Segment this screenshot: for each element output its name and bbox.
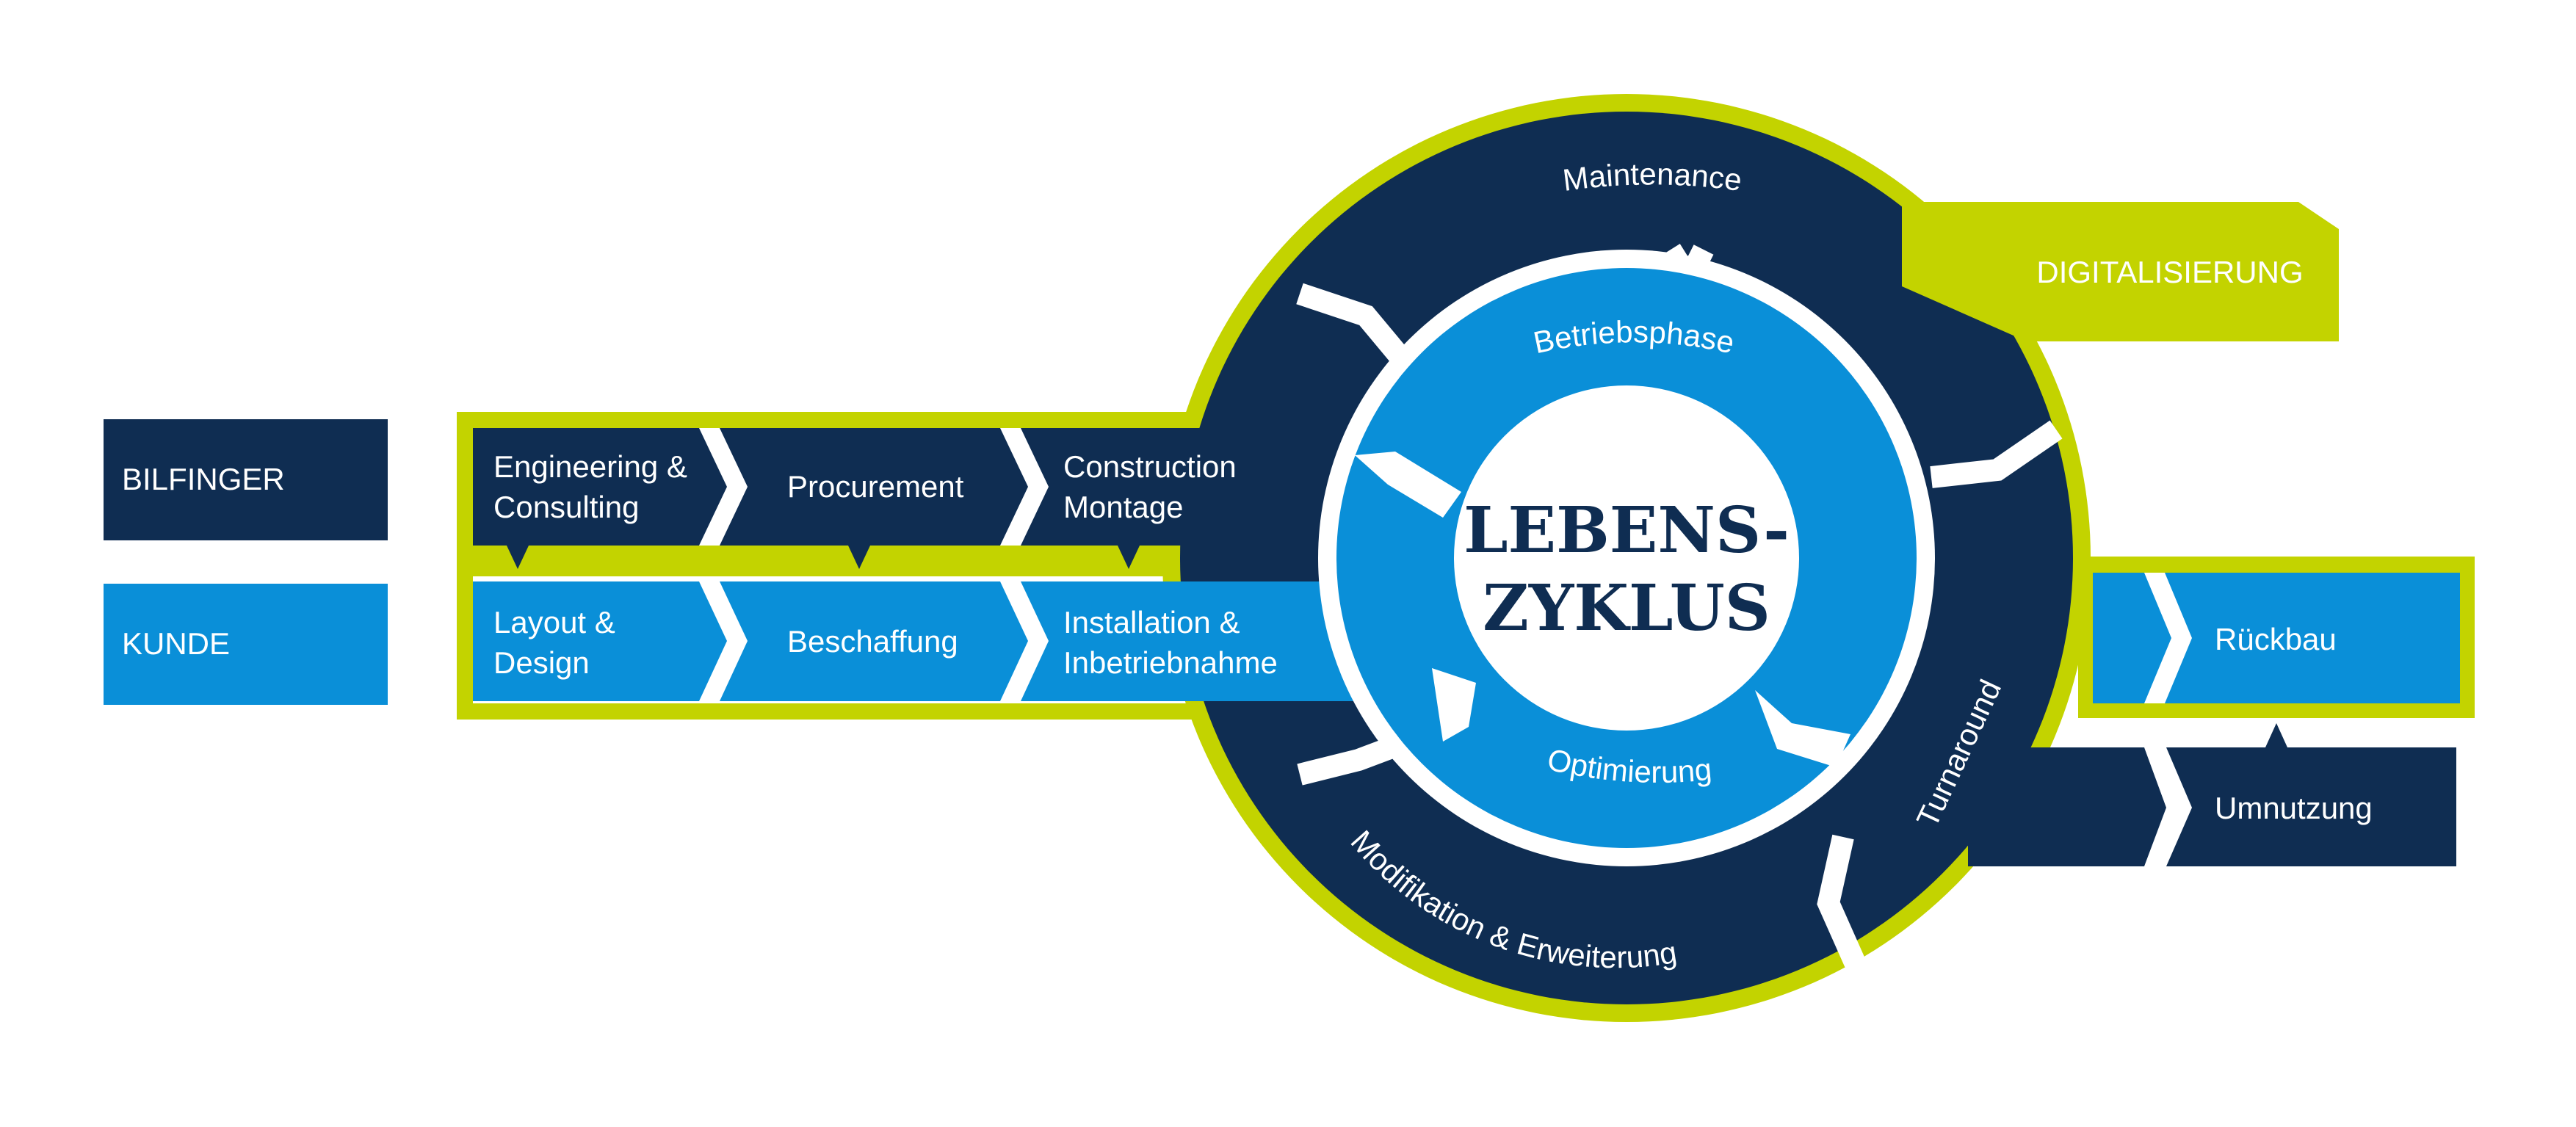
digitalisierung-tab: DIGITALISIERUNG xyxy=(1902,202,2339,341)
process-step-layout-line1: Layout & xyxy=(493,605,615,639)
process-step-installation-line1: Installation & xyxy=(1063,605,1240,639)
cycle-label-maintenance: Maintenance xyxy=(1560,156,1743,198)
process-step-construction-line2: Montage xyxy=(1063,490,1183,524)
process-step-engineering-line2: Consulting xyxy=(493,490,639,524)
process-step-beschaffung: Beschaffung xyxy=(787,624,958,659)
legend-bilfinger-label: BILFINGER xyxy=(122,462,285,496)
end-label-umnutzung: Umnutzung xyxy=(2215,791,2373,825)
process-step-engineering-line1: Engineering & xyxy=(493,449,687,484)
end-label-rueckbau: Rückbau xyxy=(2215,622,2337,656)
process-step-installation-line2: Inbetriebnahme xyxy=(1063,645,1278,680)
process-step-procurement: Procurement xyxy=(787,469,964,504)
process-step-beschaffung-line1: Beschaffung xyxy=(787,624,958,659)
process-row-bilfinger xyxy=(473,428,1237,569)
legend-bilfinger: BILFINGER xyxy=(104,419,388,540)
legend-kunde-label: KUNDE xyxy=(122,626,230,661)
process-step-layout: Layout & Design xyxy=(493,605,615,680)
process-step-engineering: Engineering & Consulting xyxy=(493,449,687,524)
cycle-center: LEBENS- ZYKLUS xyxy=(1454,385,1799,731)
process-step-layout-line2: Design xyxy=(493,645,590,680)
process-step-construction-line1: Construction xyxy=(1063,449,1237,484)
process-step-installation: Installation & Inbetriebnahme xyxy=(1063,605,1278,680)
center-title-line2: ZYKLUS xyxy=(1483,571,1770,645)
process-row-kunde xyxy=(473,581,1476,701)
center-title-line1: LEBENS- xyxy=(1464,493,1790,568)
end-rows xyxy=(1968,573,2456,866)
digitalisierung-label: DIGITALISIERUNG xyxy=(2036,255,2303,289)
process-step-procurement-line1: Procurement xyxy=(787,469,964,504)
legend-kunde: KUNDE xyxy=(104,584,388,705)
process-step-construction: Construction Montage xyxy=(1063,449,1237,524)
